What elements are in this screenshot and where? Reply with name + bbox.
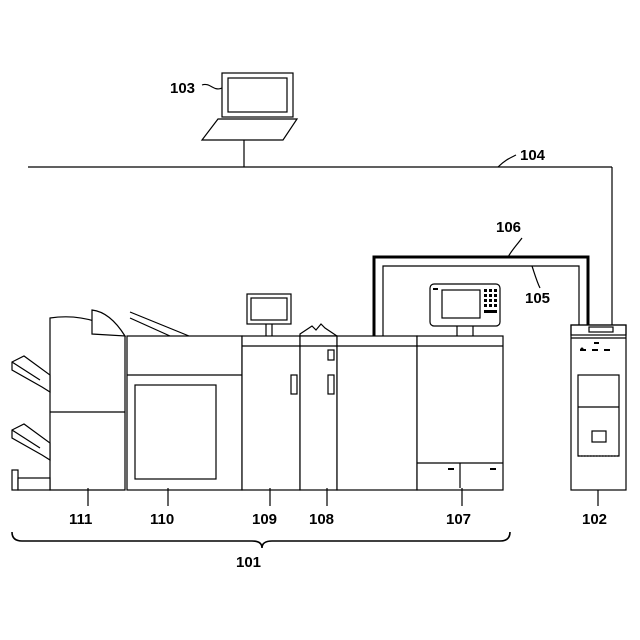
output-tray-108: [300, 324, 337, 336]
label-111: 111: [69, 511, 92, 528]
label-103: 103: [170, 80, 195, 97]
label-102: 102: [582, 511, 607, 528]
control-panel-107: [430, 284, 500, 336]
label-105: 105: [525, 290, 550, 307]
unit-108: 108: [300, 336, 337, 528]
monitor-109: [247, 294, 291, 336]
brace-101: 101: [12, 532, 510, 571]
label-106: 106: [496, 219, 521, 236]
label-108: 108: [309, 511, 334, 528]
pc-103: 103: [170, 73, 297, 140]
unit-109: 109: [242, 336, 300, 528]
unit-107: 107: [337, 336, 503, 528]
paper-guide: [130, 312, 189, 336]
unit-111: 111: [12, 310, 125, 528]
label-110: 110: [150, 511, 174, 528]
label-101: 101: [236, 554, 261, 571]
label-109: 109: [252, 511, 277, 528]
label-104: 104: [520, 147, 546, 164]
label-107: 107: [446, 511, 471, 528]
server-102: 102: [571, 325, 626, 528]
unit-110: 110: [127, 336, 242, 528]
